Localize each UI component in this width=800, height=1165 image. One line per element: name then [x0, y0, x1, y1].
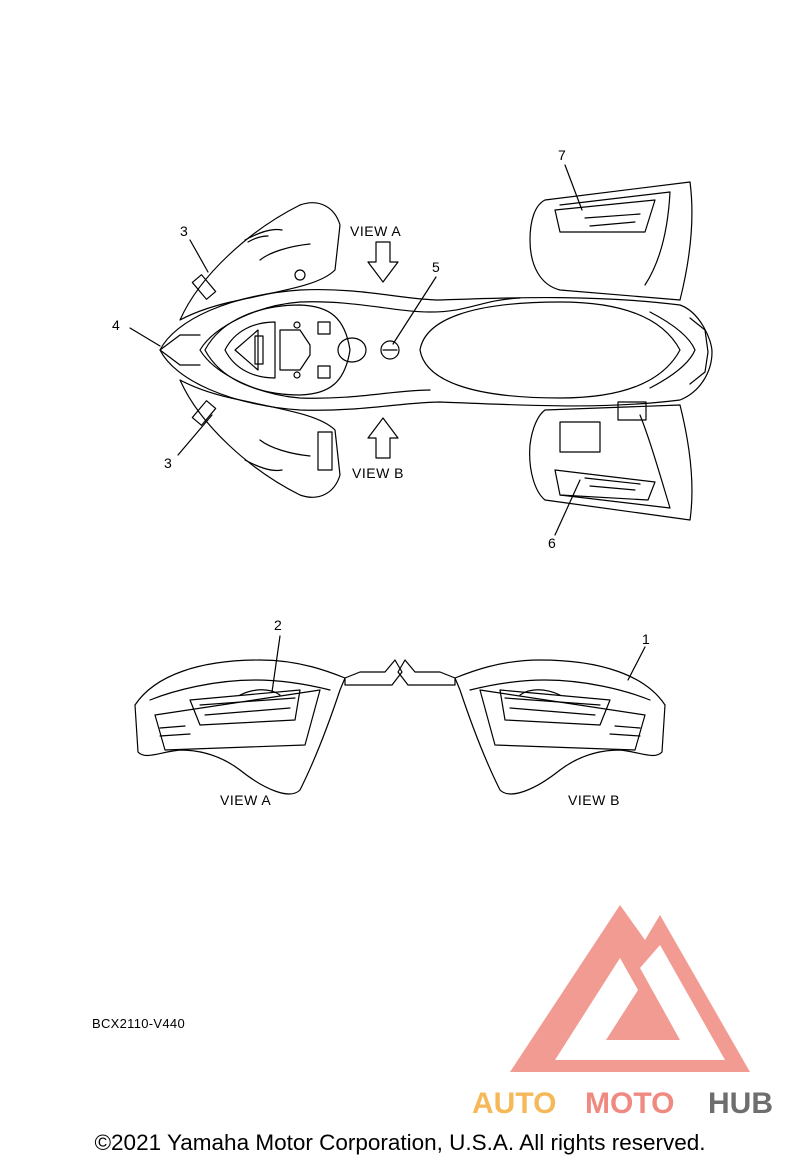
logo-auto: AUTO [472, 1087, 556, 1120]
view-b-arrow [367, 417, 399, 459]
automotohub-logo: AUTO MOTO HUB [472, 905, 773, 1120]
callout-1: 1 [642, 631, 650, 647]
view-b-label-bottom: VIEW B [568, 792, 620, 808]
callout-2: 2 [274, 617, 282, 633]
callout-3-bottom: 3 [164, 455, 172, 471]
reference-code: BCX2110-V440 [92, 1016, 185, 1031]
copyright-notice: ©2021 Yamaha Motor Corporation, U.S.A. A… [94, 1130, 706, 1155]
callout-5: 5 [432, 259, 440, 275]
view-a-arrow [367, 241, 399, 283]
callout-6: 6 [548, 535, 556, 551]
callout-7: 7 [558, 147, 566, 163]
top-view-body [159, 181, 713, 521]
view-b-fender [397, 659, 666, 795]
view-b-label-top: VIEW B [352, 465, 404, 481]
logo-moto: MOTO [585, 1087, 674, 1120]
view-a-label-top: VIEW A [350, 223, 401, 239]
callout-3-top: 3 [180, 223, 188, 239]
callout-4: 4 [112, 317, 120, 333]
view-a-fender [134, 659, 403, 795]
view-a-label-bottom: VIEW A [220, 792, 271, 808]
logo-hub: HUB [708, 1087, 773, 1120]
